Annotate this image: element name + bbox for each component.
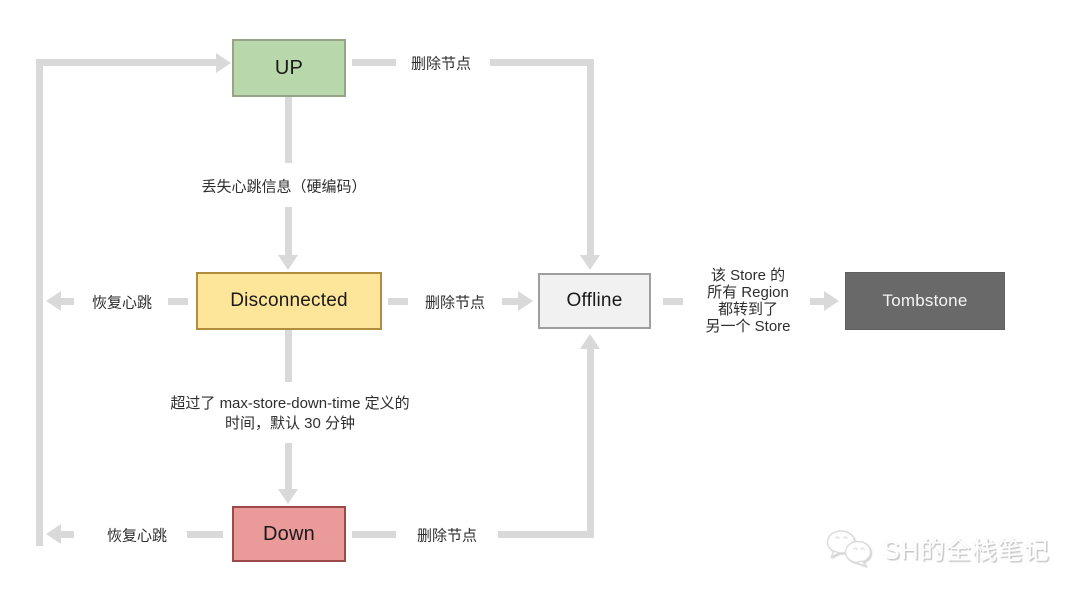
connector-disc-down-seg1 — [285, 330, 292, 382]
watermark: SH的全栈笔记 — [826, 529, 1050, 569]
node-tombstone: Tombstone — [845, 272, 1005, 330]
connector-down-right-dash — [352, 531, 396, 538]
connector-up-disc-seg2 — [285, 207, 292, 257]
edge-label-max-store-down-time-line1: 超过了 max-store-down-time 定义的 — [170, 395, 410, 412]
edge-label-disconnected-delete-node: 删除节点 — [424, 294, 486, 312]
arrowhead-down-to-bus — [46, 524, 61, 544]
edge-label-max-store-down-time-line2: 时间，默认 30 分钟 — [224, 415, 356, 432]
arrowhead-into-disconnected-top — [278, 255, 298, 270]
node-down: Down — [232, 506, 346, 562]
connector-down-right-horizontal — [498, 531, 594, 538]
connector-left-bus-top-horizontal — [36, 59, 216, 66]
connector-disc-left-dash — [168, 298, 188, 305]
edge-label-store-regions-moved-line4: 另一个 Store — [705, 318, 791, 335]
node-tombstone-label: Tombstone — [882, 291, 968, 310]
connector-left-bus-vertical — [36, 59, 43, 546]
edge-label-up-delete-node: 删除节点 — [410, 55, 472, 73]
edge-label-max-store-down-time: 超过了 max-store-down-time 定义的 时间，默认 30 分钟 — [170, 394, 409, 434]
connector-up-disc-seg1 — [285, 97, 292, 163]
connector-disc-right-dash — [388, 298, 408, 305]
edge-label-store-regions-moved-line2: 所有 Region — [707, 284, 789, 301]
arrowhead-into-offline-top — [580, 255, 600, 270]
arrowhead-into-offline-left — [518, 291, 533, 311]
watermark-text: SH的全栈笔记 — [883, 537, 1050, 565]
node-disconnected: Disconnected — [196, 272, 382, 330]
connector-down-right-vertical — [587, 348, 594, 538]
arrowhead-disc-to-bus — [46, 291, 61, 311]
edge-label-lost-heartbeat: 丢失心跳信息（硬编码） — [201, 178, 367, 196]
connector-disc-left-tail — [60, 298, 74, 305]
connector-disc-right-tail — [502, 298, 518, 305]
node-up-label: UP — [274, 56, 304, 79]
edge-label-recover-heartbeat-down: 恢复心跳 — [106, 527, 168, 545]
connector-offline-right-tail — [810, 298, 824, 305]
node-offline-label: Offline — [566, 290, 623, 311]
edge-label-down-delete-node: 删除节点 — [416, 527, 478, 545]
node-offline: Offline — [538, 273, 651, 329]
edge-label-store-regions-moved-line1: 该 Store 的 — [710, 267, 786, 284]
node-down-label: Down — [263, 522, 315, 545]
wechat-chat-bubbles-icon — [826, 530, 872, 567]
node-disconnected-label: Disconnected — [230, 290, 348, 311]
connector-up-delete-dash — [352, 59, 396, 66]
arrowhead-into-down-top — [278, 489, 298, 504]
edge-label-store-regions-moved-line3: 都转到了 — [717, 301, 778, 318]
arrowhead-into-offline-bottom — [580, 334, 600, 349]
connector-down-left-tail — [60, 531, 74, 538]
connector-disc-down-seg2 — [285, 443, 292, 489]
connector-up-delete-horizontal — [490, 59, 594, 66]
connector-offline-right-dash — [663, 298, 683, 305]
arrowhead-into-up — [216, 53, 231, 73]
node-up: UP — [232, 39, 346, 97]
arrowhead-into-tombstone — [824, 291, 839, 311]
connector-up-delete-vertical — [587, 59, 594, 255]
connector-down-left-dash — [187, 531, 223, 538]
edge-label-store-regions-moved: 该 Store 的 所有 Region 都转到了 另一个 Store — [705, 267, 790, 335]
edge-label-recover-heartbeat-disconnected: 恢复心跳 — [91, 294, 153, 312]
